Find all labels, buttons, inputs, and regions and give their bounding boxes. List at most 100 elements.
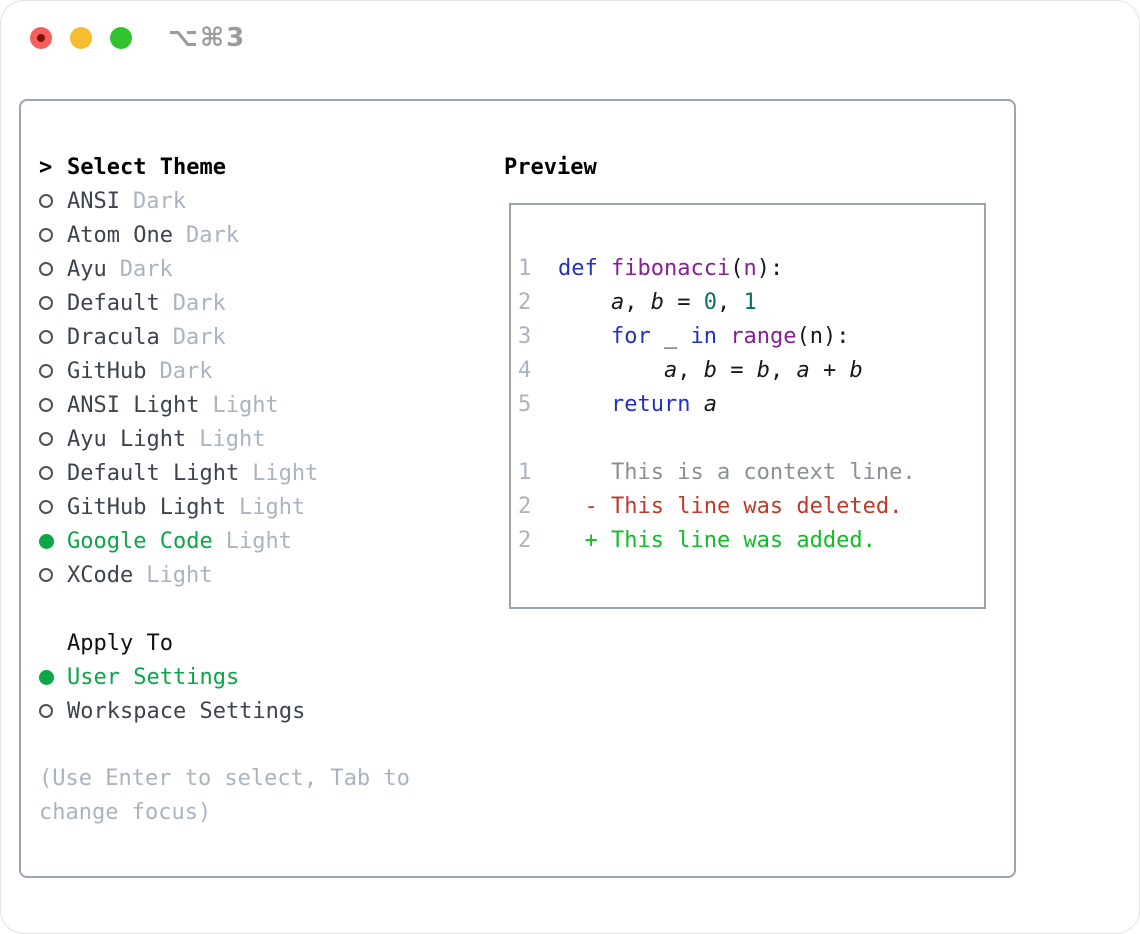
diff-text: - This line was deleted. — [558, 493, 903, 519]
radio-icon — [39, 296, 67, 310]
theme-variant-label: Light — [252, 460, 319, 486]
line-number: 2 — [518, 493, 532, 519]
theme-variant-label: Dark — [132, 188, 186, 214]
diff-line-added: 2 + This line was added. — [518, 523, 984, 557]
diff-text: + This line was added. — [558, 527, 876, 553]
radio-icon — [39, 364, 67, 378]
code-text: a, b = b, a + b — [663, 357, 863, 383]
theme-list-header-row: > Select Theme — [39, 150, 439, 184]
code-line: 3 for _ in range(n): — [518, 319, 984, 353]
radio-icon — [39, 228, 67, 242]
traffic-lights — [30, 27, 132, 49]
radio-icon — [39, 432, 67, 446]
theme-option-ayu[interactable]: Ayu Dark — [39, 252, 439, 286]
line-number: 2 — [518, 289, 532, 315]
radio-icon — [39, 500, 67, 514]
spacer — [518, 421, 984, 455]
apply-option-label: User Settings — [67, 664, 240, 690]
zoom-button[interactable] — [110, 27, 132, 49]
help-text: (Use Enter to select, Tab to change focu… — [39, 766, 410, 825]
minimize-button[interactable] — [70, 27, 92, 49]
radio-icon — [39, 194, 67, 208]
apply-option-workspace-settings[interactable]: Workspace Settings — [39, 694, 439, 728]
radio-selected-icon — [39, 669, 67, 685]
theme-option-xcode[interactable]: XCode Light — [39, 558, 439, 592]
code-text: a, b = 0, 1 — [610, 289, 757, 315]
theme-name: Default Light — [67, 460, 240, 486]
theme-option-atom-one[interactable]: Atom One Dark — [39, 218, 439, 252]
code-line: 2 a, b = 0, 1 — [518, 285, 984, 319]
diff-line-deleted: 2 - This line was deleted. — [518, 489, 984, 523]
theme-option-default-light[interactable]: Default Light Light — [39, 456, 439, 490]
preview-title: Preview — [504, 154, 597, 180]
theme-name: Dracula — [67, 324, 160, 350]
line-number: 5 — [518, 391, 532, 417]
theme-name: Default — [67, 290, 160, 316]
line-number: 1 — [518, 459, 532, 485]
theme-name: Ayu — [67, 256, 107, 282]
radio-icon — [39, 704, 67, 718]
radio-icon — [39, 398, 67, 412]
radio-icon — [39, 330, 67, 344]
apply-option-label: Workspace Settings — [67, 698, 306, 724]
code-line: 5 return a — [518, 387, 984, 421]
line-number: 1 — [518, 255, 532, 281]
theme-variant-label: Dark — [185, 222, 239, 248]
theme-variant-label: Dark — [172, 324, 226, 350]
theme-option-dracula[interactable]: Dracula Dark — [39, 320, 439, 354]
apply-option-user-settings[interactable]: User Settings — [39, 660, 439, 694]
theme-variant-label: Dark — [159, 358, 213, 384]
theme-name: ANSI — [67, 188, 120, 214]
theme-variant-label: Light — [238, 494, 306, 520]
theme-variant-label: Light — [212, 392, 279, 418]
theme-option-github-light[interactable]: GitHub Light Light — [39, 490, 439, 524]
titlebar: ⌥⌘3 — [1, 1, 1139, 76]
line-number: 3 — [518, 323, 532, 349]
theme-variant-label: Dark — [119, 256, 173, 282]
radio-icon — [39, 466, 67, 480]
theme-name: Google Code — [67, 528, 213, 554]
theme-name: XCode — [67, 562, 134, 588]
diff-text: This is a context line. — [558, 459, 916, 485]
code-text: return a — [610, 391, 717, 417]
code-text: def fibonacci(n): — [558, 255, 784, 281]
theme-option-google-code[interactable]: Google Code Light — [39, 524, 439, 558]
theme-name: GitHub Light — [67, 494, 226, 520]
theme-list-title: Select Theme — [67, 154, 226, 180]
theme-name: ANSI Light — [67, 392, 200, 418]
theme-option-ansi-light[interactable]: ANSI Light Light — [39, 388, 439, 422]
theme-name: Atom One — [67, 222, 173, 248]
theme-option-github[interactable]: GitHub Dark — [39, 354, 439, 388]
close-button[interactable] — [30, 27, 52, 49]
theme-variant-label: Dark — [172, 290, 226, 316]
diff-preview: 1 This is a context line.2 - This line w… — [518, 455, 984, 557]
radio-icon — [39, 262, 67, 276]
code-line: 4 a, b = b, a + b — [518, 353, 984, 387]
code-line: 1 def fibonacci(n): — [518, 251, 984, 285]
radio-selected-icon — [39, 533, 67, 549]
theme-option-default[interactable]: Default Dark — [39, 286, 439, 320]
unsaved-dot-icon — [37, 34, 45, 42]
radio-icon — [39, 568, 67, 582]
window-title: ⌥⌘3 — [168, 23, 247, 53]
theme-variant-label: Light — [225, 528, 292, 554]
line-number: 2 — [518, 527, 532, 553]
apply-to-title: Apply To — [67, 630, 173, 656]
cursor-icon: > — [39, 154, 53, 180]
theme-name: Ayu Light — [67, 426, 187, 452]
theme-option-ansi[interactable]: ANSI Dark — [39, 184, 439, 218]
theme-name: GitHub — [67, 358, 147, 384]
diff-line-context: 1 This is a context line. — [518, 455, 984, 489]
theme-variant-label: Light — [146, 562, 213, 588]
code-text: for _ in range(n): — [610, 323, 850, 349]
theme-option-ayu-light[interactable]: Ayu Light Light — [39, 422, 439, 456]
theme-variant-label: Light — [199, 426, 266, 452]
spacer — [39, 592, 439, 626]
